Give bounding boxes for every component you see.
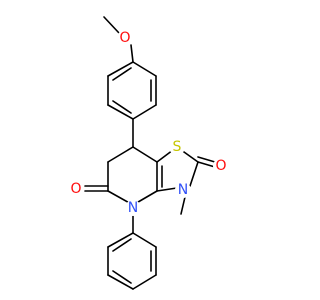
- o-aryl-bond: [130, 44, 134, 63]
- n-methyl-bond: [180, 196, 186, 215]
- pyridinone-ring: [107, 146, 163, 206]
- methyl-o-bond: [103, 16, 120, 34]
- lactam-oxygen-label: O: [68, 181, 84, 197]
- n-methyl-nitrogen-symbol: N: [178, 182, 188, 198]
- thiazolone-carbonyl-bond: [197, 161, 216, 168]
- methoxy-oxygen-label: O: [117, 30, 133, 46]
- n-phenyl-nitrogen-symbol: N: [128, 200, 138, 216]
- n-methyl-nitrogen-label: N: [175, 182, 191, 198]
- structure-diagram: O S O O N N: [68, 16, 229, 290]
- thiazolone-carbonyl-bond-2: [197, 156, 216, 163]
- n-phenyl-nitrogen-label: N: [125, 200, 141, 216]
- thiazolone-oxygen-symbol: O: [215, 158, 226, 174]
- molecule-canvas: O S O O N N: [68, 16, 229, 290]
- ring-sulfur-symbol: S: [173, 139, 182, 155]
- thiazolone-oxygen-label: O: [213, 158, 229, 174]
- ring-sulfur-label: S: [169, 139, 185, 155]
- methoxyphenyl-ring: [107, 61, 157, 120]
- lactam-oxygen-symbol: O: [70, 181, 81, 197]
- phenyl-ring: [107, 232, 157, 290]
- methoxy-oxygen-symbol: O: [119, 30, 130, 46]
